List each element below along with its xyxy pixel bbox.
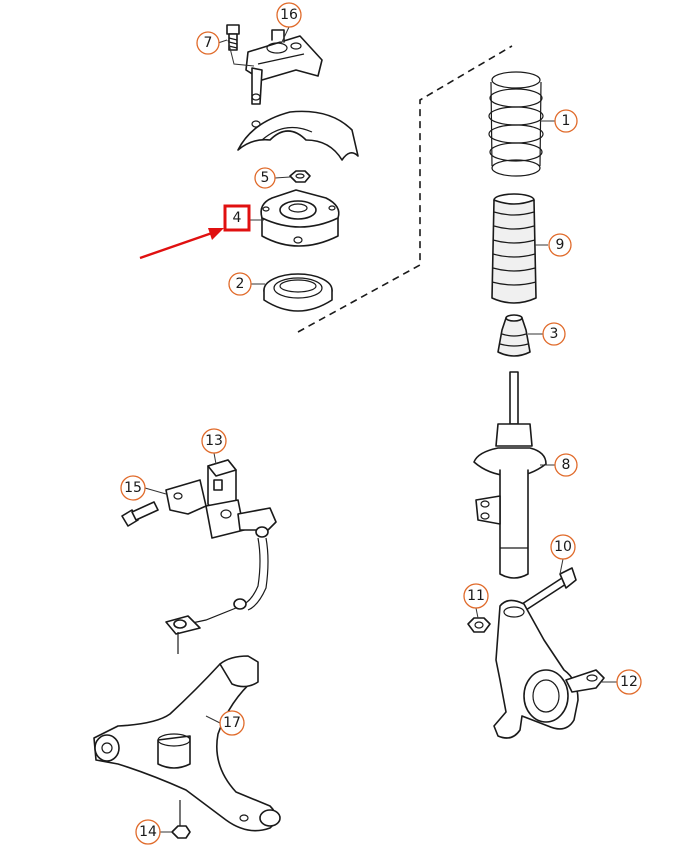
callout-16: 16 [276,2,302,28]
callout-5: 5 [254,167,276,189]
part-4-strut-top-mount [260,189,340,247]
callout-14: 14 [135,819,161,845]
callout-10: 10 [550,534,576,560]
callout-15: 15 [120,475,146,501]
callout-3: 3 [542,322,566,346]
callout-12: 12 [616,669,642,695]
callout-17-label: 17 [223,715,241,731]
callout-9-label: 9 [556,237,565,253]
part-8-shock-absorber [473,371,547,579]
callout-8: 8 [554,453,578,477]
part-wheel-bearing-housing [493,599,605,739]
callout-17: 17 [219,710,245,736]
callout-9: 9 [548,233,572,257]
assembly-dashed-outline [297,45,513,333]
callout-7: 7 [196,31,220,55]
callout-11: 11 [463,583,489,609]
part-7-bolt [226,24,240,51]
callout-14-label: 14 [139,824,157,840]
callout-2: 2 [228,272,252,296]
part-9-protective-boot [491,193,537,304]
part-5-nut [289,170,311,183]
leader-lines [144,26,617,833]
callout-16-label: 16 [280,7,298,23]
callout-4-highlighted: 4 [223,204,251,232]
callout-10-label: 10 [554,539,572,555]
part-3-bump-stop [497,314,531,357]
part-splash-shield [237,110,359,161]
part-14-nut [171,800,191,839]
pointer-arrow [139,228,224,260]
part-10-bolt [521,567,577,611]
part-sensor-linkage-rod [165,507,277,654]
part-17-lower-control-arm [93,655,281,832]
part-strap-plate [251,67,263,105]
part-16-mounting-bracket [245,29,323,81]
callout-12-label: 12 [620,674,638,690]
callout-5-label: 5 [261,170,270,186]
callout-1-label: 1 [562,113,571,129]
callout-8-label: 8 [562,457,571,473]
callout-3-label: 3 [550,326,559,342]
callout-7-label: 7 [204,35,213,51]
part-1-coil-spring [488,71,544,177]
callout-13: 13 [201,428,227,454]
part-13-level-sensor [205,459,245,539]
callout-15-label: 15 [124,480,142,496]
callout-13-label: 13 [205,433,223,449]
callout-4-label: 4 [233,210,242,226]
part-2-strut-bearing [263,273,333,312]
callout-11-label: 11 [467,588,485,604]
callout-2-label: 2 [236,276,245,292]
callout-1: 1 [554,109,578,133]
part-15-bolt-bracket [121,479,207,527]
part-11-nut [467,617,491,633]
